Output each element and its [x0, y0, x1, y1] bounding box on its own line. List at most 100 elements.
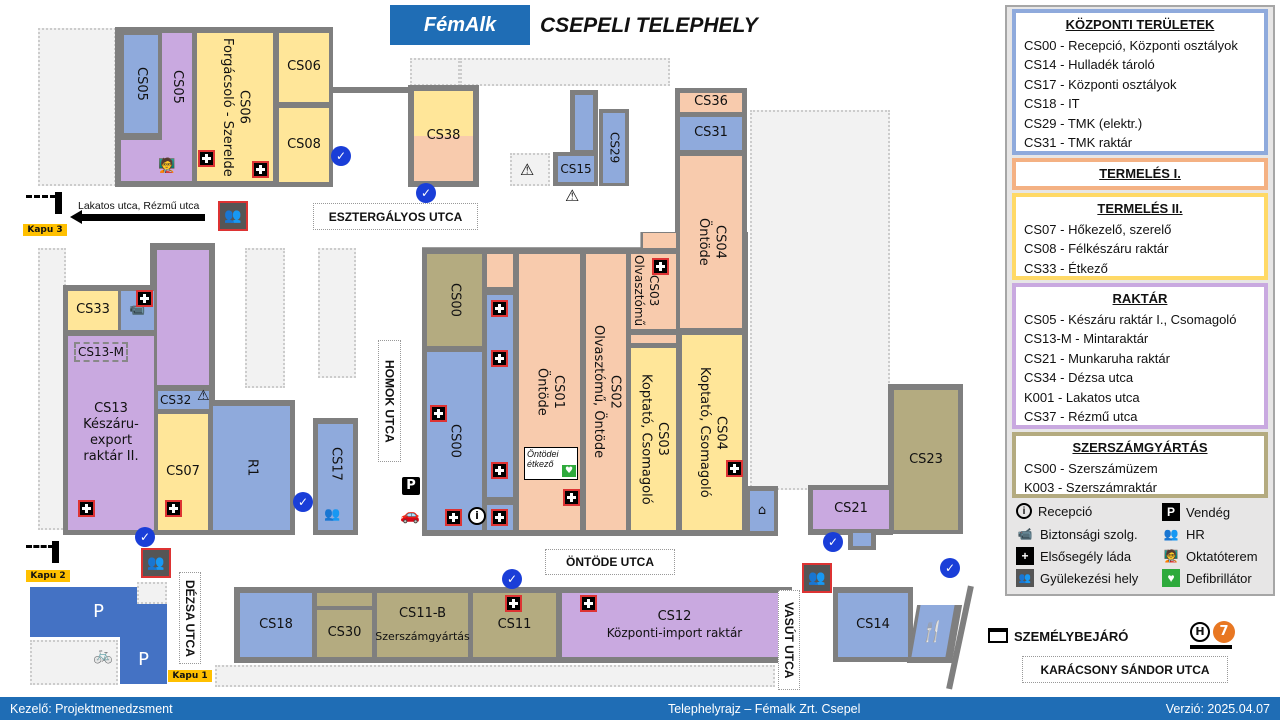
building-cs06[interactable]: CS06	[279, 33, 329, 102]
building-cs18[interactable]: CS18	[240, 593, 312, 657]
footer: Kezelő: Projektmenedzsment Telephelyrajz…	[0, 697, 1280, 720]
wardrobe-building[interactable]: ⌂	[750, 491, 774, 531]
building-cs36[interactable]: CS36	[680, 93, 742, 112]
gate-direction-label: Lakatos utca, Rézmű utca	[78, 200, 200, 212]
empty-lot	[410, 58, 460, 86]
defibrillator-icon: ♥	[562, 465, 576, 477]
footer-version: Verzió: 2025.04.07	[1165, 701, 1270, 716]
training-room-icon: 🧑‍🏫	[158, 158, 176, 174]
legend-title: RAKTÁR	[1112, 291, 1168, 306]
card-reader-icon	[988, 628, 1008, 643]
building-cs05[interactable]: CS05	[124, 35, 158, 133]
legend-label: Elsősegély láda	[1040, 548, 1132, 564]
empty-lot	[460, 58, 670, 86]
building-cs30[interactable]: CS30	[317, 610, 372, 657]
legend-title: SZERSZÁMGYÁRTÁS	[1072, 440, 1208, 455]
assembly-point-icon: 👥	[141, 548, 171, 578]
hr-icon: 👥	[324, 507, 341, 522]
building-code: CS02	[607, 375, 623, 409]
building-purple-tall[interactable]	[157, 250, 209, 385]
building-code: CS01	[550, 375, 566, 409]
legend-label: HR	[1186, 526, 1205, 542]
building-r1[interactable]: R1	[213, 406, 290, 530]
legend-title: TERMELÉS I.	[1099, 166, 1181, 181]
building-cs00-blue[interactable]: CS00	[427, 352, 482, 530]
street-karacsony-sandor: KARÁCSONY SÁNDOR UTCA	[1022, 656, 1228, 683]
parking-lot[interactable]: P	[120, 637, 167, 684]
footer-title: Telephelyrajz – Fémalk Zrt. Csepel	[667, 701, 861, 716]
building-small-blue[interactable]	[575, 95, 593, 150]
building-cs33[interactable]: CS33	[68, 291, 118, 330]
building-code: CS04	[712, 225, 728, 259]
building-connector[interactable]	[631, 335, 676, 343]
legend-termeles-1: TERMELÉS I.	[1012, 158, 1268, 190]
defibrillator-icon: ♥	[1162, 569, 1180, 587]
building-desc: Szerszámgyártás	[375, 630, 470, 644]
barrier-post-icon	[52, 541, 59, 563]
building-cs13-m[interactable]: CS13-M	[74, 342, 128, 362]
legend-symbol-defibrillator: ♥Defibrillátor	[1162, 569, 1252, 587]
building-code: CS04	[713, 415, 729, 450]
building-cs17-base[interactable]	[318, 504, 353, 530]
building-cs17[interactable]: CS17	[318, 424, 353, 504]
high-voltage-icon: ⚠	[197, 388, 210, 404]
page-title: CSEPELI TELEPHELY	[540, 14, 758, 37]
legend-item: CS05 - Készáru raktár I., Csomagoló	[1024, 311, 1237, 327]
legend-label: Biztonsági szolg.	[1040, 526, 1138, 542]
building-cs15[interactable]: CS15	[558, 156, 594, 182]
building-cs31[interactable]: CS31	[680, 117, 742, 150]
building-cs30-top[interactable]	[317, 593, 372, 606]
legend-symbol-gyulekezesi: 👥 Gyülekezési hely	[1016, 569, 1138, 587]
first-aid-icon	[165, 500, 182, 517]
building-desc: Koptató, Csomagoló	[697, 367, 712, 498]
assembly-point-icon: 👥	[1016, 569, 1034, 587]
building-cs29[interactable]: CS29	[603, 113, 625, 183]
building-small-blue[interactable]	[853, 533, 871, 546]
security-camera-icon: 📹	[1017, 527, 1033, 541]
footer-owner: Kezelő: Projektmenedzsment	[10, 701, 173, 716]
building-code: CS12	[657, 609, 692, 625]
bicycle-icon: 🚲	[93, 645, 113, 664]
street-esztergalyos: ESZTERGÁLYOS UTCA	[313, 203, 478, 230]
building-small-peach[interactable]	[487, 254, 513, 287]
legend-item: CS18 - IT	[1024, 96, 1080, 111]
building-annex[interactable]	[643, 233, 676, 248]
building-cs05-lshape[interactable]	[121, 140, 192, 181]
building-cs00-olive[interactable]: CS00	[427, 254, 482, 346]
gate-kapu-3: Kapu 3	[23, 224, 67, 236]
building-cs21[interactable]: CS21	[813, 490, 889, 529]
empty-lot	[510, 153, 550, 186]
assembly-point-icon: 👥	[218, 201, 248, 231]
building-cs38[interactable]: CS38	[414, 91, 473, 181]
legend-kozponti: KÖZPONTI TERÜLETEK CS00 - Recepció, Közp…	[1012, 9, 1268, 155]
building-cs32[interactable]: CS32	[158, 391, 209, 409]
legend-item: CS08 - Félkészáru raktár	[1024, 241, 1169, 256]
first-aid-icon	[198, 150, 215, 167]
street-dezsa: DÉZSA UTCA	[179, 572, 201, 664]
legend-item: CS00 - Recepció, Központi osztályok	[1024, 37, 1238, 53]
building-desc: Olvasztómű, Öntöde	[591, 325, 606, 459]
first-aid-icon	[726, 460, 743, 477]
first-aid-icon	[652, 258, 669, 275]
legend-label: Gyülekezési hely	[1040, 570, 1139, 586]
building-cs13[interactable]: CS13 Készáru- export raktár II.	[68, 336, 154, 530]
arrow-right-icon	[1190, 645, 1232, 649]
high-voltage-icon: ⚠	[520, 160, 535, 179]
first-aid-icon: +	[1016, 547, 1034, 565]
building-cs14[interactable]: CS14	[838, 593, 908, 657]
first-aid-icon	[580, 595, 597, 612]
building-cs23[interactable]: CS23	[894, 390, 958, 530]
legend-item: CS29 - TMK (elektr.)	[1024, 115, 1143, 131]
building-cs08[interactable]: CS08	[279, 108, 329, 182]
training-room-icon: 🧑‍🏫	[1163, 549, 1179, 563]
building-cs05[interactable]: CS05	[162, 33, 192, 140]
